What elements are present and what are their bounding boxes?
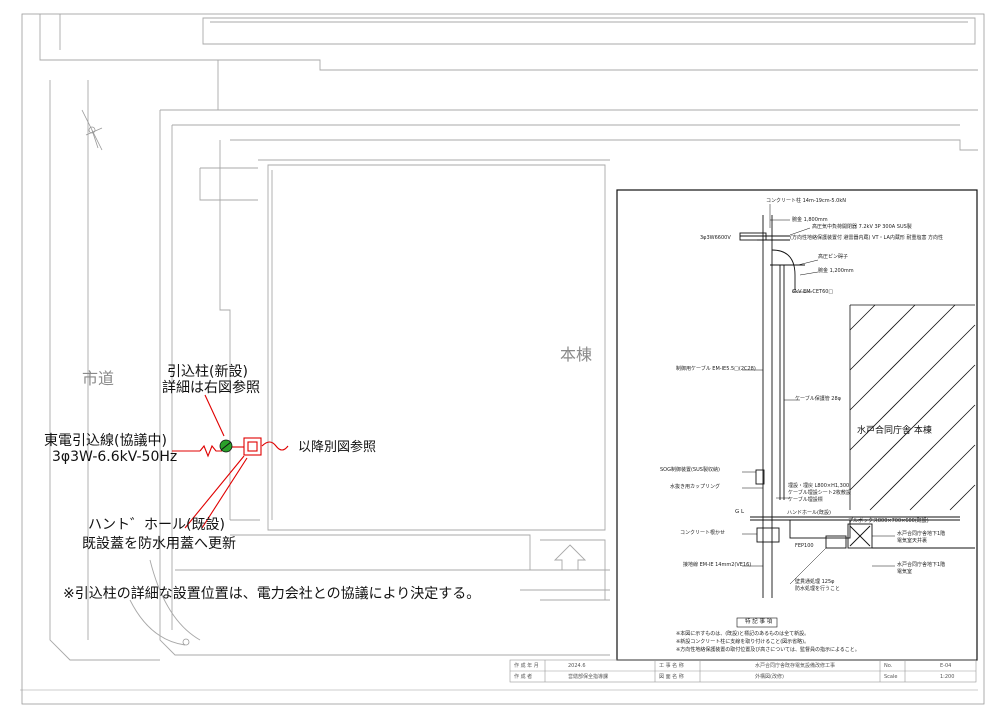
main-building-label: 本棟 (560, 345, 593, 364)
pole-symbol-icon (219, 439, 233, 453)
leader-lines (172, 394, 289, 529)
protect-pipe-label: ケーブル保護管 28φ (795, 396, 841, 402)
concrete-base-label: コンクリート根かせ (680, 530, 726, 536)
control-box-label: SOG制御装置(SUS製収納) (660, 467, 720, 473)
tb-no-value: E-04 (940, 663, 952, 669)
gl-label: G L (735, 509, 745, 515)
detail-leaders (742, 204, 895, 585)
tepco-spec-label: 3φ3W-6.6kV-50Hz (52, 449, 178, 465)
tb-drawing-label: 図 面 名 称 (659, 674, 684, 680)
tb-drawing: 外構図(改修) (755, 674, 784, 680)
handhole-detail-label: ハンドホール(既設) (787, 510, 831, 516)
pull-box-label: プルボックス800×700×600(既設) (848, 518, 929, 524)
notes-header: 特 記 事 項 (745, 619, 773, 625)
fep-label: FEP100 (795, 543, 814, 549)
room-ceiling2-label: 電気室天井裏 (897, 538, 928, 544)
arrow-up-icon (553, 544, 587, 571)
coupling-label: 水抜き用カップリング (670, 484, 721, 490)
insulator-label: 高圧ピン碍子 (818, 254, 849, 260)
top-spec-label: コンクリート柱 14m-19cm-5.0kN (766, 198, 847, 204)
wall-seal-label: 壁貫通処理 125φ (795, 579, 835, 585)
pole-detail-ref: 詳細は右図参照 (162, 380, 260, 396)
wall-seal2-label: 防水処理を行うこと (795, 586, 841, 592)
building-hatch (849, 304, 976, 511)
tb-drawn-label: 作 成 年 月 (514, 663, 539, 669)
cover-update-label: 既設蓋を防水用蓋へ更新 (82, 536, 236, 552)
tepco-line-label: 東電引込線(協議中) (44, 433, 167, 449)
burial1-label: 埋設・埋戻 L800×H1,300 (788, 483, 850, 489)
handhole-existing-label: ハント゛ホール(既設) (88, 517, 225, 533)
concrete-pole (739, 215, 975, 598)
arm1-label: 腕金 1,800mm (792, 217, 828, 223)
arm2-label: 腕金 1,200mm (818, 268, 854, 274)
refer-other-label: 以降別図参照 (298, 440, 377, 455)
ground-wire-label: 接地線 EM-IE 14mm2(VE16) (683, 562, 752, 568)
tb-no-label: No. (884, 663, 893, 669)
tb-author-label: 作 成 者 (514, 674, 533, 680)
detail-note-2: ※新設コンクリート柱に支線を取り付けること(図示省略)。 (676, 639, 810, 645)
switch-spec-label: 高圧気中負荷開閉器 7.2kV 3P 300A SUS製 (812, 224, 912, 230)
title-block (20, 659, 978, 691)
tb-scale-value: 1:200 (940, 674, 955, 680)
compass-icon (81, 109, 103, 151)
pole-title: 引込柱(新設) (167, 364, 248, 380)
burial3-label: ケーブル埋設標 (788, 497, 823, 503)
detail-note-1: ※本図に示すものは、(既設)と標記のあるものは全て新設。 (676, 631, 810, 637)
cable-top-label: 6kV EM-CET60□ (792, 289, 834, 295)
tb-project: 水戸合同庁舎既存電気設備改修工事 (755, 663, 836, 669)
tb-author: 営繕部保全指導課 (568, 674, 609, 680)
room-b1-label: 水戸合同庁舎地下1階 (897, 562, 946, 568)
building-name-label: 水戸合同庁舎 本棟 (857, 426, 932, 436)
burial2-label: ケーブル埋設シート2枚敷設 (788, 490, 851, 496)
handhole-symbol-icon (243, 437, 262, 456)
city-road-label: 市道 (82, 369, 115, 388)
control-cable-label: 制御用ケーブル EM-IE5.5□(2C28) (676, 366, 756, 372)
site-outlines (39, 14, 978, 661)
tb-project-label: 工 事 名 称 (659, 663, 684, 669)
switch-spec2-label: (方向性地絡保護装置付 避雷器内蔵) VT・LA内蔵形 耐重塩害 方向性 (790, 235, 944, 241)
tb-drawn-date: 2024.6 (568, 663, 586, 669)
room-ceiling-label: 水戸合同庁舎地下1階 (897, 531, 946, 537)
anchor-wire-label: 3φ3W6600V (700, 235, 731, 241)
tb-scale-label: Scale (884, 674, 898, 680)
room-b1-2-label: 電気室 (897, 569, 913, 575)
site-note: ※引込柱の詳細な設置位置は、電力会社との協議により決定する。 (63, 586, 481, 602)
detail-note-3: ※方向性地絡保護装置の取付位置及び高さについては、監督員の指示によること。 (676, 647, 860, 653)
